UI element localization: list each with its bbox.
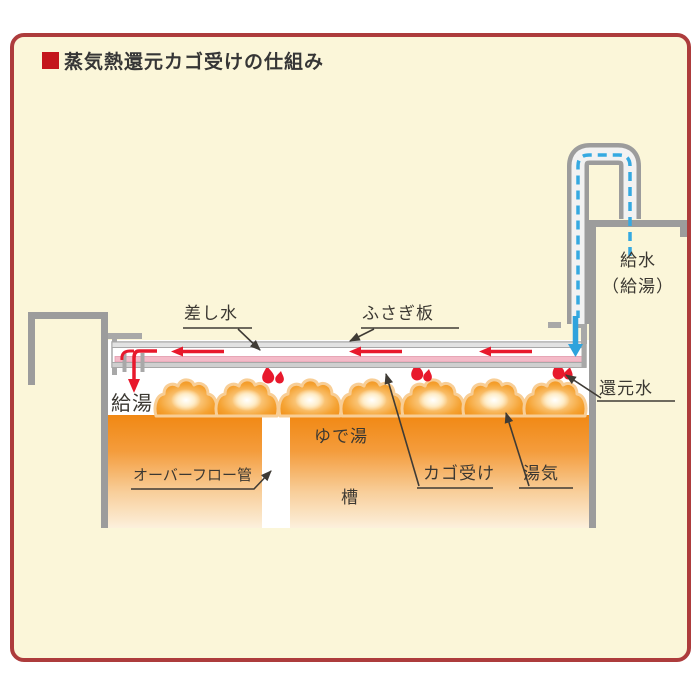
supply-inlet-arrow [568, 316, 583, 357]
label-kyusui-line1: 給水 [620, 251, 656, 271]
channel-water [114, 356, 584, 363]
label-kyusui: 給水 （給湯） [592, 248, 684, 300]
label-yuge: 湯気 [523, 464, 559, 484]
hot-water-outlet-arrow [120, 349, 157, 393]
basket-receiver-trough [108, 322, 587, 375]
channel-flow-arrows [171, 346, 532, 357]
cover-board [111, 341, 587, 348]
overflow-leader [131, 470, 272, 490]
kangensui-leader [565, 374, 602, 399]
label-kagouke: カゴ受け [423, 464, 495, 484]
label-sashimizu: 差し水 [184, 304, 238, 324]
label-kangensui: 還元水 [599, 379, 653, 399]
kagouke-leader [384, 372, 420, 487]
fusagiita-leader [349, 328, 375, 342]
leader-lines [131, 327, 675, 490]
label-kyusui-line2: （給湯） [602, 277, 674, 297]
sashimizu-leader [237, 328, 261, 351]
steam-cloud [400, 378, 466, 418]
overflow-pipe-gap [262, 415, 290, 528]
boiling-water-tank [108, 415, 589, 528]
left-wall [28, 312, 108, 528]
title-bullet-square [42, 52, 59, 69]
steam-cloud [522, 378, 588, 418]
yuge-leader [504, 411, 530, 487]
outlet-spout [140, 353, 145, 372]
steam-clouds [153, 378, 588, 418]
label-overflow-pipe: オーバーフロー管 [133, 466, 252, 484]
steam-cloud [214, 378, 280, 418]
diagram-title: 蒸気熱還元カゴ受けの仕組み [42, 47, 324, 74]
outlet-spout [122, 353, 127, 372]
label-kyuto: 給湯 [111, 391, 153, 415]
steam-cloud [153, 378, 219, 418]
supply-water-dashed-flow [576, 153, 632, 318]
label-tank: 槽 [341, 488, 359, 508]
label-fusagiita: ふさぎ板 [362, 304, 434, 324]
right-wall [589, 220, 687, 528]
steam-cloud [461, 378, 527, 418]
steam-cloud [339, 378, 405, 418]
label-yudeyu: ゆで湯 [314, 427, 368, 447]
steam-cloud [277, 378, 343, 418]
title-text: 蒸気熱還元カゴ受けの仕組み [64, 51, 325, 73]
